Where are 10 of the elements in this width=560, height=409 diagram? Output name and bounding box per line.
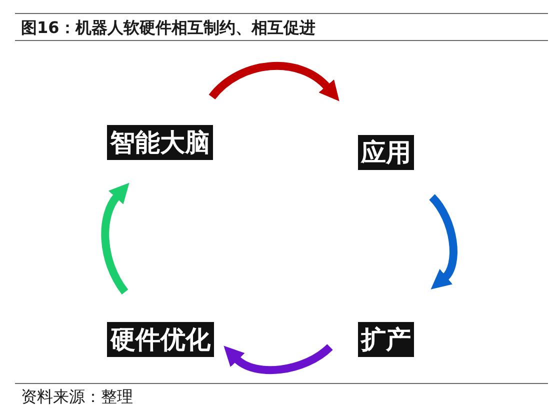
curved-arrow — [428, 194, 458, 292]
figure-title: 图16：机器人软硬件相互制约、相互促进 — [21, 18, 316, 38]
curved-arrow — [101, 182, 128, 294]
node-label: 智能大脑 — [107, 125, 213, 160]
node-label: 硬件优化 — [107, 322, 214, 357]
curved-arrow — [222, 344, 333, 374]
node-label: 扩产 — [358, 322, 414, 357]
node-label: 应用 — [358, 135, 414, 170]
source-caption: 资料来源：整理 — [21, 387, 133, 407]
curved-arrow — [209, 62, 341, 100]
